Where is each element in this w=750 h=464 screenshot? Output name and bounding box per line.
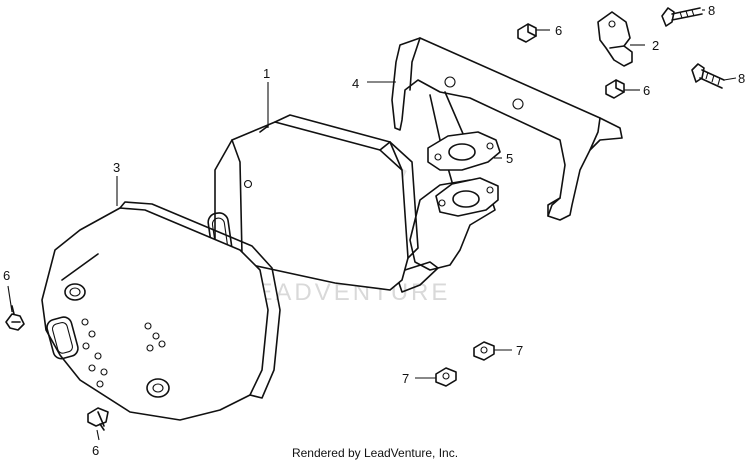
callout-8-lower: 8 bbox=[738, 71, 745, 86]
part-2-bracket[interactable] bbox=[597, 11, 633, 67]
part-6-bolt-right[interactable] bbox=[605, 79, 625, 99]
render-credit: Rendered by LeadVenture, Inc. bbox=[291, 446, 459, 460]
callout-3: 3 bbox=[113, 160, 120, 175]
callout-5: 5 bbox=[506, 151, 513, 166]
callout-6-right: 6 bbox=[643, 83, 650, 98]
part-6-bolt-top[interactable] bbox=[517, 23, 537, 43]
callout-7-lower: 7 bbox=[402, 371, 409, 386]
part-4-muffler-protector[interactable] bbox=[391, 37, 623, 223]
part-7-nut-lower[interactable] bbox=[435, 367, 457, 387]
callout-4: 4 bbox=[352, 76, 359, 91]
part-3-muffler-cover[interactable] bbox=[41, 201, 281, 421]
callout-8-upper: 8 bbox=[708, 3, 715, 18]
callout-2: 2 bbox=[652, 38, 659, 53]
callout-6-left: 6 bbox=[3, 268, 10, 283]
part-5-gasket-upper[interactable] bbox=[427, 131, 501, 171]
part-8-bolt-lower[interactable] bbox=[691, 63, 725, 89]
part-8-bolt-upper[interactable] bbox=[661, 7, 703, 27]
callout-1: 1 bbox=[263, 66, 270, 81]
callout-6-bottom: 6 bbox=[92, 443, 99, 458]
part-5-gasket-lower[interactable] bbox=[435, 177, 499, 217]
part-6-bolt-bottom[interactable] bbox=[87, 407, 109, 431]
part-7-nut-upper[interactable] bbox=[473, 341, 495, 361]
callout-7-upper: 7 bbox=[516, 343, 523, 358]
callout-labels: 1 2 3 4 5 6 6 6 6 7 7 8 8 bbox=[3, 3, 745, 458]
leader-lines bbox=[7, 9, 737, 441]
part-6-bolt-left[interactable] bbox=[5, 305, 25, 331]
callout-6-top: 6 bbox=[555, 23, 562, 38]
